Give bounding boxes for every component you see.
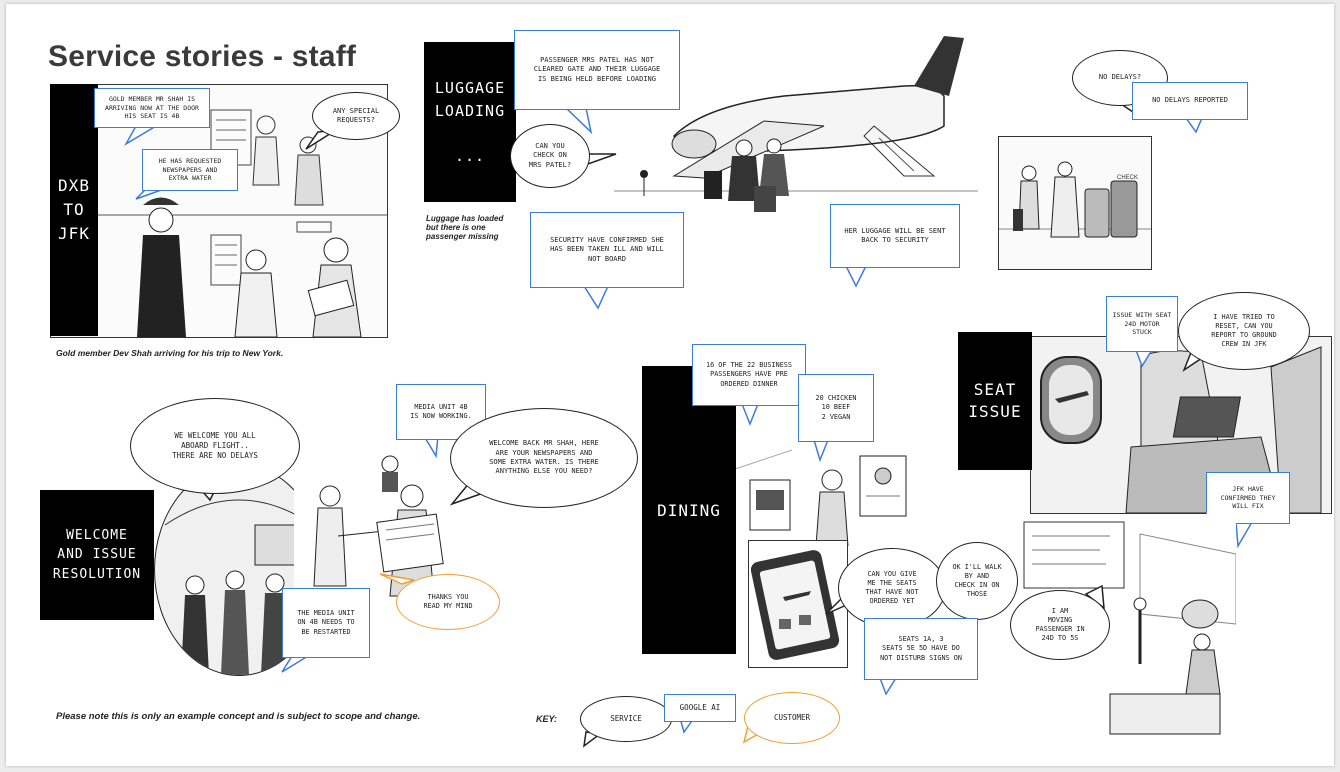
welcome-label: WELCOME AND ISSUE RESOLUTION <box>40 490 154 620</box>
can-you-give-bubble: CAN YOU GIVE ME THE SEATS THAT HAVE NOT … <box>838 548 946 628</box>
dining-scene-illustration <box>732 420 926 546</box>
seat-issue-bubble: ISSUE WITH SEAT 24D MOTOR STUCK <box>1106 296 1178 352</box>
dxb-caption: Gold member Dev Shah arriving for his tr… <box>56 348 284 358</box>
storyboard-slide: Service stories - staff DXB TO JFK Gold … <box>6 4 1334 766</box>
security-bubble: SECURITY HAVE CONFIRMED SHE HAS BEEN TAK… <box>530 212 684 288</box>
svg-text:CHECK: CHECK <box>1117 175 1138 181</box>
seats-1a-bubble: SEATS 1A, 3 SEATS 5E 5D HAVE DO NOT DIST… <box>864 618 978 680</box>
tried-reset-bubble: I HAVE TRIED TO RESET, CAN YOU REPORT TO… <box>1178 292 1310 370</box>
welcome-back-bubble: WELCOME BACK MR SHAH, HERE ARE YOUR NEWS… <box>450 408 638 508</box>
checkin-scene-illustration: CHECK <box>998 136 1152 270</box>
disclaimer-note: Please note this is only an example conc… <box>56 711 421 722</box>
plane-scene-illustration <box>614 26 978 216</box>
moving-passenger-bubble: I AM MOVING PASSENGER IN 24D TO 5S <box>1010 590 1110 660</box>
tablet-scene-illustration <box>748 540 848 668</box>
pre-ordered-bubble: 16 OF THE 22 BUSINESS PASSENGERS HAVE PR… <box>692 344 806 406</box>
key-customer-tail <box>742 724 764 744</box>
welcome-all-bubble: WE WELCOME YOU ALL ABOARD FLIGHT.. THERE… <box>130 398 300 494</box>
check-patel-bubble: CAN YOU CHECK ON MRS PATEL? <box>510 124 590 188</box>
ground-crew-sketch <box>1023 521 1236 735</box>
page-title: Service stories - staff <box>48 40 357 73</box>
dining-sketch <box>732 449 907 546</box>
tablet-sketch <box>750 550 840 660</box>
sent-back-bubble: HER LUGGAGE WILL BE SENT BACK TO SECURIT… <box>830 204 960 268</box>
key-label: KEY: <box>536 714 558 724</box>
patel-bubble: PASSENGER MRS PATEL HAS NOT CLEARED GATE… <box>514 30 680 110</box>
gold-member-bubble: GOLD MEMBER MR SHAH IS ARRIVING NOW AT T… <box>94 88 210 128</box>
no-delays-reported-bubble: NO DELAYS REPORTED <box>1132 82 1248 120</box>
thanks-bubble-tail <box>379 573 415 585</box>
chicken-bubble: 20 CHICKEN 10 BEEF 2 VEGAN <box>798 374 874 442</box>
media-restart-bubble: THE MEDIA UNIT ON 4B NEEDS TO BE RESTART… <box>282 588 370 658</box>
thanks-bubble: THANKS YOU READ MY MIND <box>396 574 500 630</box>
walk-by-bubble: OK I'LL WALK BY AND CHECK IN ON THOSE <box>936 542 1018 620</box>
newspaper-sketch <box>313 455 444 597</box>
luggage-caption: Luggage has loaded but there is one pass… <box>426 214 504 242</box>
key-google-ai-bubble: GOOGLE AI <box>664 694 736 722</box>
luggage-label: LUGGAGE LOADING ... <box>424 42 516 202</box>
key-customer-bubble: CUSTOMER <box>744 692 840 744</box>
checkin-sketch: CHECK <box>999 161 1151 238</box>
special-requests-bubble: ANY SPECIAL REQUESTS? <box>312 92 400 140</box>
plane-sketch <box>614 36 978 212</box>
cabin-sketch <box>164 499 314 675</box>
media-working-bubble: MEDIA UNIT 4B IS NOW WORKING. <box>396 384 486 440</box>
dining-label: DINING <box>642 366 736 654</box>
ground-crew-scene-illustration <box>1010 514 1236 738</box>
seat-label: SEAT ISSUE <box>958 332 1032 470</box>
requested-bubble: HE HAS REQUESTED NEWSPAPERS AND EXTRA WA… <box>142 149 238 191</box>
dxb-label: DXB TO JFK <box>50 84 98 336</box>
key-service-bubble: SERVICE <box>580 696 672 742</box>
